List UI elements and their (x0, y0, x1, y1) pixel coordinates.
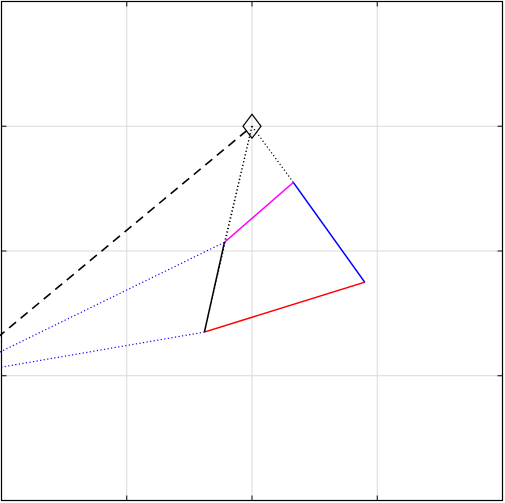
dotted-black-right (251, 125, 294, 183)
dotted-blue-upper (0, 241, 225, 353)
black-segment (203, 242, 226, 333)
dotted-black-left (223, 126, 253, 243)
diagram-markers (242, 113, 262, 140)
dotted-blue-lower (0, 331, 205, 368)
blue-segment (292, 181, 366, 283)
diagram-segments (0, 125, 366, 368)
red-segment (204, 281, 365, 333)
magenta-segment (223, 181, 294, 243)
black-diamond (242, 113, 262, 140)
